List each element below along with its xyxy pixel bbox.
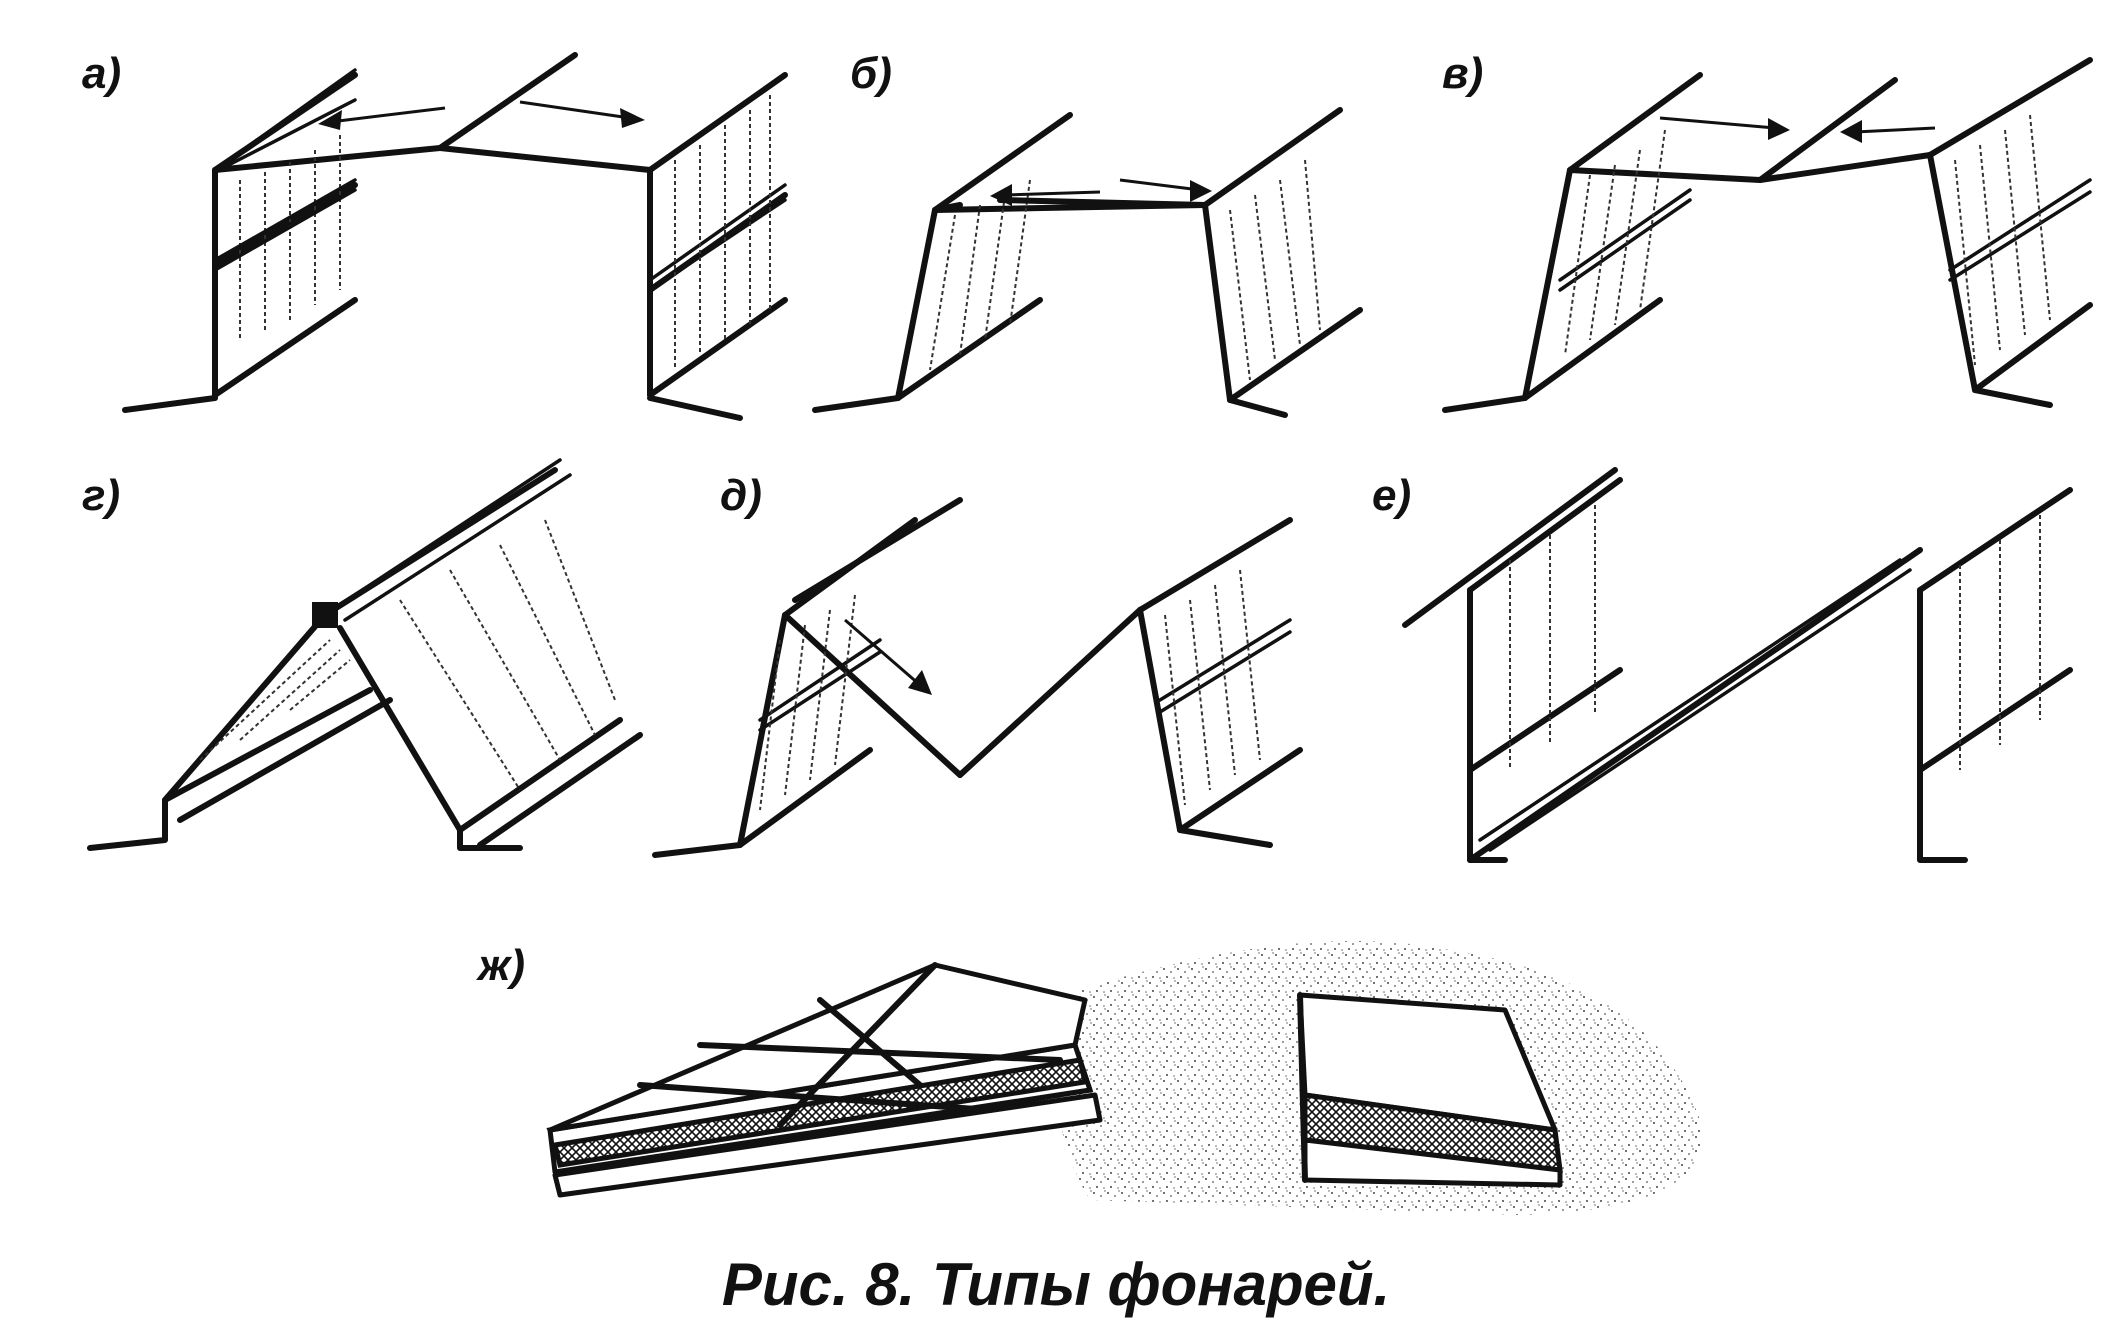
- panel-a-drawing: а): [82, 49, 788, 421]
- panel-g-drawing: г): [82, 458, 643, 851]
- panel-a-label: а): [82, 49, 121, 98]
- panel-g-label: г): [82, 471, 120, 520]
- panel-d-drawing: д): [652, 471, 1303, 858]
- panel-zh-drawing: ж): [476, 941, 1702, 1215]
- panel-e-label: е): [1372, 471, 1411, 520]
- panel-b-label: б): [850, 49, 892, 98]
- panel-v-drawing: в): [1442, 49, 2093, 413]
- panel-d-label: д): [720, 471, 762, 520]
- figure-caption: Рис. 8. Типы фонарей.: [721, 1251, 1391, 1318]
- panel-b-drawing: б): [812, 49, 1363, 418]
- panel-zh-label: ж): [476, 941, 525, 990]
- panel-e-drawing: е): [1372, 467, 2073, 863]
- panel-v-label: в): [1442, 49, 1483, 98]
